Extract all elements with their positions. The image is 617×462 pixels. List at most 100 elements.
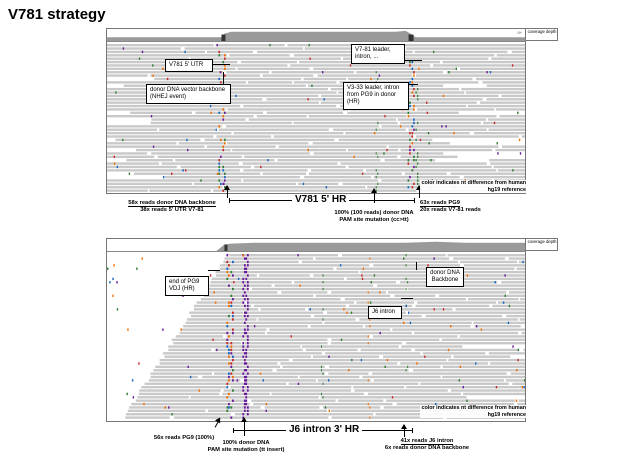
read-segment	[107, 182, 193, 186]
mismatch-mark	[242, 389, 245, 392]
read-segment	[512, 382, 525, 385]
read-segment	[185, 321, 323, 325]
read-segment	[349, 304, 413, 308]
read-segment	[107, 145, 205, 148]
read-segment	[107, 64, 186, 67]
read-segment	[251, 287, 405, 291]
read-segment	[154, 77, 302, 81]
mismatch-mark	[320, 392, 322, 396]
mismatch-mark	[413, 182, 415, 186]
read-segment	[197, 87, 328, 91]
mismatch-mark	[220, 138, 222, 142]
mismatch-mark	[243, 297, 246, 301]
read-segment	[372, 372, 507, 375]
mismatch-mark	[171, 172, 173, 175]
mismatch-mark	[224, 54, 226, 57]
mismatch-mark	[417, 155, 419, 159]
mismatch-mark	[246, 328, 249, 331]
mismatch-mark	[339, 264, 342, 267]
read-segment	[396, 402, 514, 406]
mismatch-mark	[455, 67, 458, 71]
mismatch-mark	[386, 148, 388, 152]
read-segment	[253, 402, 393, 406]
mismatch-mark	[218, 186, 221, 189]
mismatch-mark	[222, 189, 225, 192]
read-segment	[243, 104, 337, 108]
mismatch-mark	[246, 287, 249, 291]
mismatch-mark	[246, 409, 249, 413]
read-segment	[516, 267, 525, 270]
mismatch-mark	[411, 91, 414, 94]
read-segment	[353, 385, 405, 389]
mismatch-mark	[222, 145, 225, 148]
read-segment	[168, 348, 212, 352]
read-segment	[384, 159, 436, 162]
mismatch-mark	[228, 348, 230, 352]
read-segment	[473, 321, 525, 325]
read-segment	[242, 162, 338, 165]
read-segment	[417, 301, 497, 304]
read-segment	[233, 131, 344, 135]
mismatch-mark	[426, 111, 429, 115]
page-title: V781 strategy	[8, 6, 106, 23]
mismatch-mark	[519, 152, 522, 155]
read-segment	[107, 43, 214, 47]
read-segment	[281, 291, 328, 294]
read-segment	[307, 308, 400, 311]
read-segment	[331, 416, 444, 419]
read-segment	[493, 165, 525, 169]
read-segment	[501, 94, 525, 98]
mismatch-mark	[413, 128, 415, 131]
mismatch-mark	[322, 308, 324, 311]
mismatch-mark	[126, 392, 128, 396]
read-segment	[215, 274, 257, 277]
read-segment	[223, 84, 306, 87]
mismatch-mark	[218, 111, 221, 115]
mismatch-mark	[164, 406, 166, 409]
mismatch-mark	[409, 148, 411, 152]
read-segment	[489, 159, 525, 162]
mismatch-mark	[415, 159, 417, 162]
read-segment	[274, 284, 374, 287]
read-segment	[262, 172, 307, 175]
mismatch-mark	[369, 257, 371, 260]
mismatch-mark	[377, 155, 379, 159]
mismatch-mark	[226, 260, 229, 264]
read-segment	[336, 267, 438, 270]
read-segment	[131, 402, 250, 406]
mismatch-mark	[411, 125, 414, 128]
mismatch-mark	[214, 301, 217, 304]
mismatch-mark	[242, 281, 245, 284]
read-segment	[440, 267, 515, 270]
mismatch-mark	[246, 304, 249, 308]
mismatch-mark	[453, 131, 455, 135]
mismatch-mark	[186, 138, 188, 142]
mismatch-mark	[243, 369, 246, 372]
mismatch-mark	[402, 321, 405, 325]
mismatch-mark	[242, 294, 245, 297]
mismatch-mark	[136, 267, 138, 270]
mismatch-mark	[246, 253, 249, 257]
read-segment	[367, 392, 461, 396]
mismatch-mark	[112, 277, 114, 281]
read-segment	[442, 365, 525, 369]
mismatch-mark	[415, 128, 417, 131]
read-segment	[207, 50, 253, 54]
read-segment	[136, 148, 231, 152]
mismatch-mark	[109, 281, 111, 284]
mismatch-mark	[260, 165, 262, 169]
mismatch-mark	[415, 165, 417, 169]
alignment-panel-bottom[interactable]	[106, 238, 526, 422]
mismatch-mark	[243, 399, 246, 402]
mismatch-mark	[246, 281, 249, 284]
read-segment	[266, 111, 344, 115]
read-segment	[505, 379, 525, 382]
mismatch-mark	[495, 385, 498, 389]
alignment-panel-top[interactable]: 0+	[106, 28, 526, 194]
read-segment	[107, 104, 241, 108]
read-segment	[305, 348, 358, 352]
read-segment	[159, 362, 278, 365]
mismatch-mark	[223, 182, 225, 186]
callout-end-pg9: end of PG9 VDJ (HR)	[165, 276, 209, 297]
read-segment	[397, 118, 487, 121]
